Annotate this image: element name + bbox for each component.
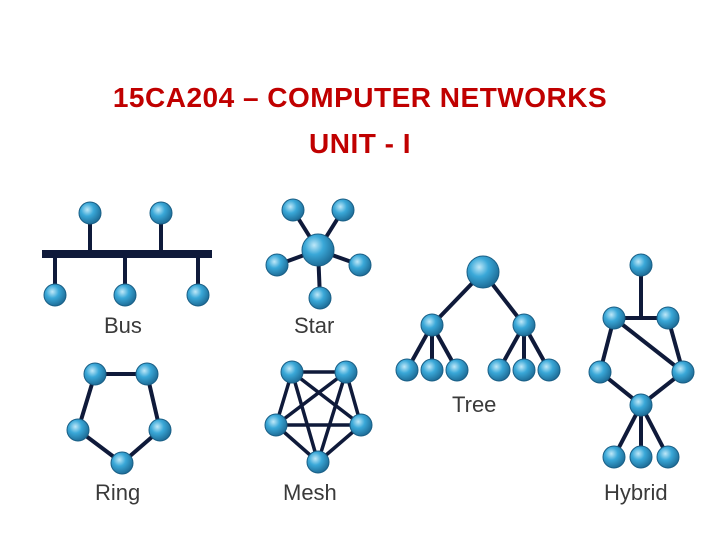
tree-leaf-node <box>487 358 511 382</box>
ring-label: Ring <box>95 480 140 505</box>
ring-node <box>110 451 134 475</box>
hybrid-node <box>629 445 653 469</box>
hybrid-topology: Hybrid <box>588 253 695 505</box>
mesh-node <box>264 413 288 437</box>
mesh-node <box>334 360 358 384</box>
hybrid-links <box>598 265 685 458</box>
mesh-node <box>280 360 304 384</box>
hybrid-node <box>602 445 626 469</box>
tree-topology: Tree <box>395 255 561 417</box>
slide-subtitle: UNIT - I <box>309 128 411 159</box>
star-node <box>331 198 355 222</box>
bus-label: Bus <box>104 313 142 338</box>
tree-leaf-node <box>512 358 536 382</box>
ring-topology: Ring <box>66 362 172 505</box>
mesh-topology: Mesh <box>264 360 373 505</box>
star-hub-node <box>301 233 335 267</box>
ring-node <box>135 362 159 386</box>
mesh-links <box>274 370 363 464</box>
hybrid-node <box>671 360 695 384</box>
tree-leaf-node <box>445 358 469 382</box>
star-node <box>265 253 289 277</box>
star-topology: Star <box>265 198 372 338</box>
hybrid-label: Hybrid <box>604 480 668 505</box>
slide-title: 15CA204 – COMPUTER NETWORKS <box>112 82 608 113</box>
mesh-node <box>306 450 330 474</box>
hybrid-node <box>602 306 626 330</box>
hybrid-node <box>656 445 680 469</box>
hybrid-node <box>629 253 653 277</box>
tree-leaf-node <box>395 358 419 382</box>
bus-node <box>43 283 67 307</box>
ring-node <box>66 418 90 442</box>
ring-node <box>148 418 172 442</box>
tree-label: Tree <box>452 392 496 417</box>
hybrid-node <box>629 393 653 417</box>
star-label: Star <box>294 313 334 338</box>
ring-links <box>75 372 163 466</box>
mesh-node <box>349 413 373 437</box>
bus-node <box>149 201 173 225</box>
tree-node <box>512 313 536 337</box>
bus-topology: Bus <box>42 201 212 338</box>
mesh-label: Mesh <box>283 480 337 505</box>
bus-node <box>186 283 210 307</box>
tree-root-node <box>466 255 500 289</box>
tree-leaf-node <box>420 358 444 382</box>
bus-node <box>78 201 102 225</box>
hybrid-node <box>588 360 612 384</box>
hybrid-node <box>656 306 680 330</box>
star-node <box>281 198 305 222</box>
tree-leaf-node <box>537 358 561 382</box>
star-node <box>308 286 332 310</box>
ring-node <box>83 362 107 386</box>
tree-node <box>420 313 444 337</box>
star-node <box>348 253 372 277</box>
bus-node <box>113 283 137 307</box>
